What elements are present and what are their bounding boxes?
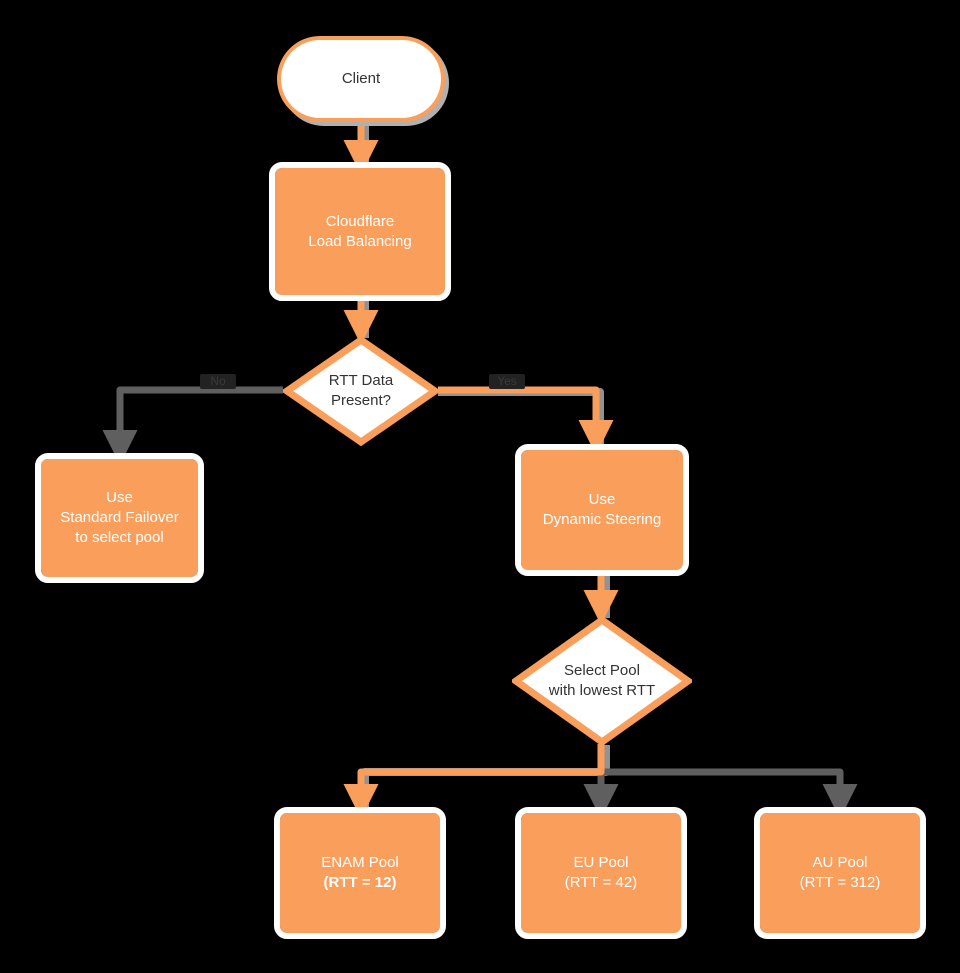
node-dynamic-steering[interactable]: Use Dynamic Steering <box>515 444 689 576</box>
node-au-pool-line2: (RTT = 312) <box>799 874 881 891</box>
node-au-pool-line1: AU Pool <box>812 854 868 872</box>
edge-label-yes: Yes <box>489 374 525 390</box>
diamond-shape <box>512 616 692 746</box>
edge-select-pool-to-au-pool <box>601 768 858 819</box>
node-standard-failover-text: Use Standard Failover to select pool <box>54 486 184 549</box>
node-standard-failover-line1: Use <box>106 489 133 507</box>
node-rtt-decision-line1: RTT Data <box>328 372 394 390</box>
node-eu-pool-text: EU Pool (RTT = 42) <box>559 851 643 895</box>
node-rtt-decision[interactable]: RTT Data Present? <box>283 336 439 446</box>
node-client-label: Client <box>341 70 381 88</box>
node-load-balancing[interactable]: Cloudflare Load Balancing <box>269 162 451 301</box>
node-enam-pool[interactable]: ENAM Pool (RTT = 12) <box>274 807 446 939</box>
node-au-pool-text: AU Pool (RTT = 312) <box>794 851 887 895</box>
node-eu-pool-line2: (RTT = 42) <box>564 874 638 891</box>
node-client[interactable]: Client <box>277 36 445 122</box>
node-enam-pool-line1: ENAM Pool <box>321 854 399 872</box>
node-dynamic-steering-line1: Use <box>588 491 616 509</box>
edge-label-no: No <box>200 374 236 390</box>
node-standard-failover-line2: Standard Failover <box>60 509 179 527</box>
node-load-balancing-line1: Cloudflare <box>325 212 395 230</box>
node-select-pool-text: Select Pool with lowest RTT <box>549 661 655 701</box>
node-enam-pool-line2: (RTT = 12) <box>323 874 397 891</box>
node-dynamic-steering-text: Use Dynamic Steering <box>537 488 667 532</box>
node-rtt-decision-text: RTT Data Present? <box>329 371 393 411</box>
node-load-balancing-text: Cloudflare Load Balancing <box>302 210 417 254</box>
node-dynamic-steering-line2: Dynamic Steering <box>542 511 662 528</box>
node-select-pool-line1: Select Pool <box>564 662 640 680</box>
node-standard-failover[interactable]: Use Standard Failover to select pool <box>35 453 204 583</box>
node-select-pool-line2: with lowest RTT <box>548 682 656 699</box>
node-eu-pool-line1: EU Pool <box>573 854 629 872</box>
node-load-balancing-line2: Load Balancing <box>308 232 412 250</box>
diamond-shape <box>283 336 439 446</box>
node-rtt-decision-line2: Present? <box>330 392 392 409</box>
edge-shadow-rtt-dyn <box>438 388 604 448</box>
edge-rtt-decision-to-dynamic-steering <box>438 386 614 455</box>
edge-select-pool-to-enam-pool <box>343 744 605 819</box>
edge-shadow-select-enam <box>361 745 610 812</box>
node-standard-failover-line3: to select pool <box>75 528 164 546</box>
node-eu-pool[interactable]: EU Pool (RTT = 42) <box>515 807 687 939</box>
edge-rtt-decision-to-standard-failover <box>102 386 283 465</box>
node-enam-pool-text: ENAM Pool (RTT = 12) <box>315 851 405 895</box>
node-au-pool[interactable]: AU Pool (RTT = 312) <box>754 807 926 939</box>
node-select-pool[interactable]: Select Pool with lowest RTT <box>512 616 692 746</box>
